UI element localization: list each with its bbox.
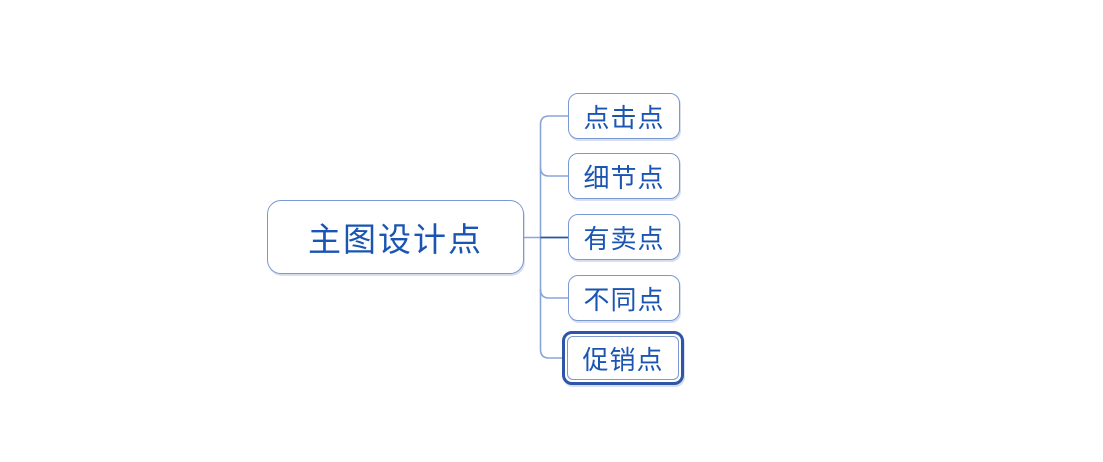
connector-spine [539,115,568,359]
child-topic-5-label: 促销点 [582,344,664,375]
connector-branch-4 [539,289,568,299]
child-topic-3-label: 有卖点 [583,223,665,254]
child-topic-4[interactable]: 不同点 [568,275,680,321]
root-topic[interactable]: 主图设计点 [267,200,524,274]
root-topic-label: 主图设计点 [308,221,483,258]
selection-ring: 促销点 [562,331,684,385]
child-topic-3[interactable]: 有卖点 [568,214,680,260]
child-topic-5-selected[interactable]: 促销点 [567,336,679,380]
child-topic-1[interactable]: 点击点 [568,93,680,139]
child-topic-2-label: 细节点 [583,162,665,193]
connector-branch-2 [539,167,568,177]
child-topic-4-label: 不同点 [583,284,665,315]
child-topic-2[interactable]: 细节点 [568,153,680,199]
child-topic-1-label: 点击点 [583,102,665,133]
